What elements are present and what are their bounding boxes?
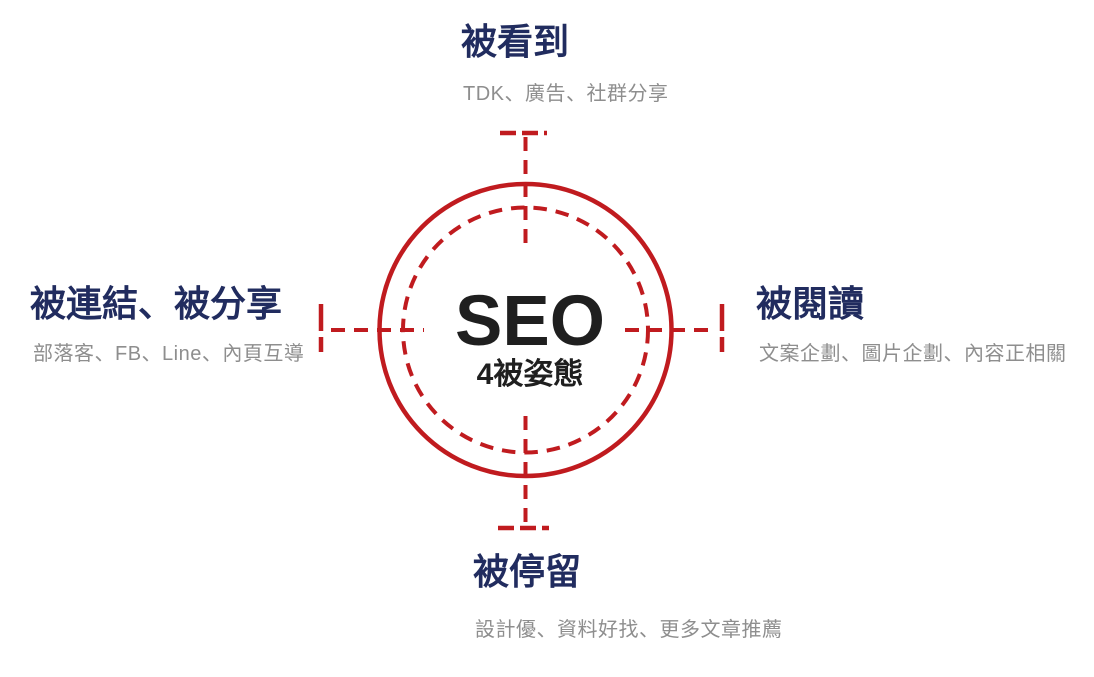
node-left-detail: 部落客、FB、Line、內頁互導: [33, 343, 305, 365]
center-label: SEO 4被姿態: [455, 286, 605, 390]
node-bottom-heading: 被停留: [473, 551, 582, 592]
node-left-heading: 被連結、被分享: [30, 283, 283, 324]
node-right-detail: 文案企劃、圖片企劃、內容正相關: [759, 343, 1067, 365]
center-title: SEO: [455, 282, 605, 361]
node-right-heading: 被閱讀: [756, 283, 865, 324]
node-top-detail: TDK、廣告、社群分享: [463, 83, 669, 105]
center-subtitle: 4被姿態: [476, 358, 584, 391]
node-top-heading: 被看到: [461, 21, 570, 62]
node-bottom-detail: 設計優、資料好找、更多文章推薦: [475, 619, 783, 641]
